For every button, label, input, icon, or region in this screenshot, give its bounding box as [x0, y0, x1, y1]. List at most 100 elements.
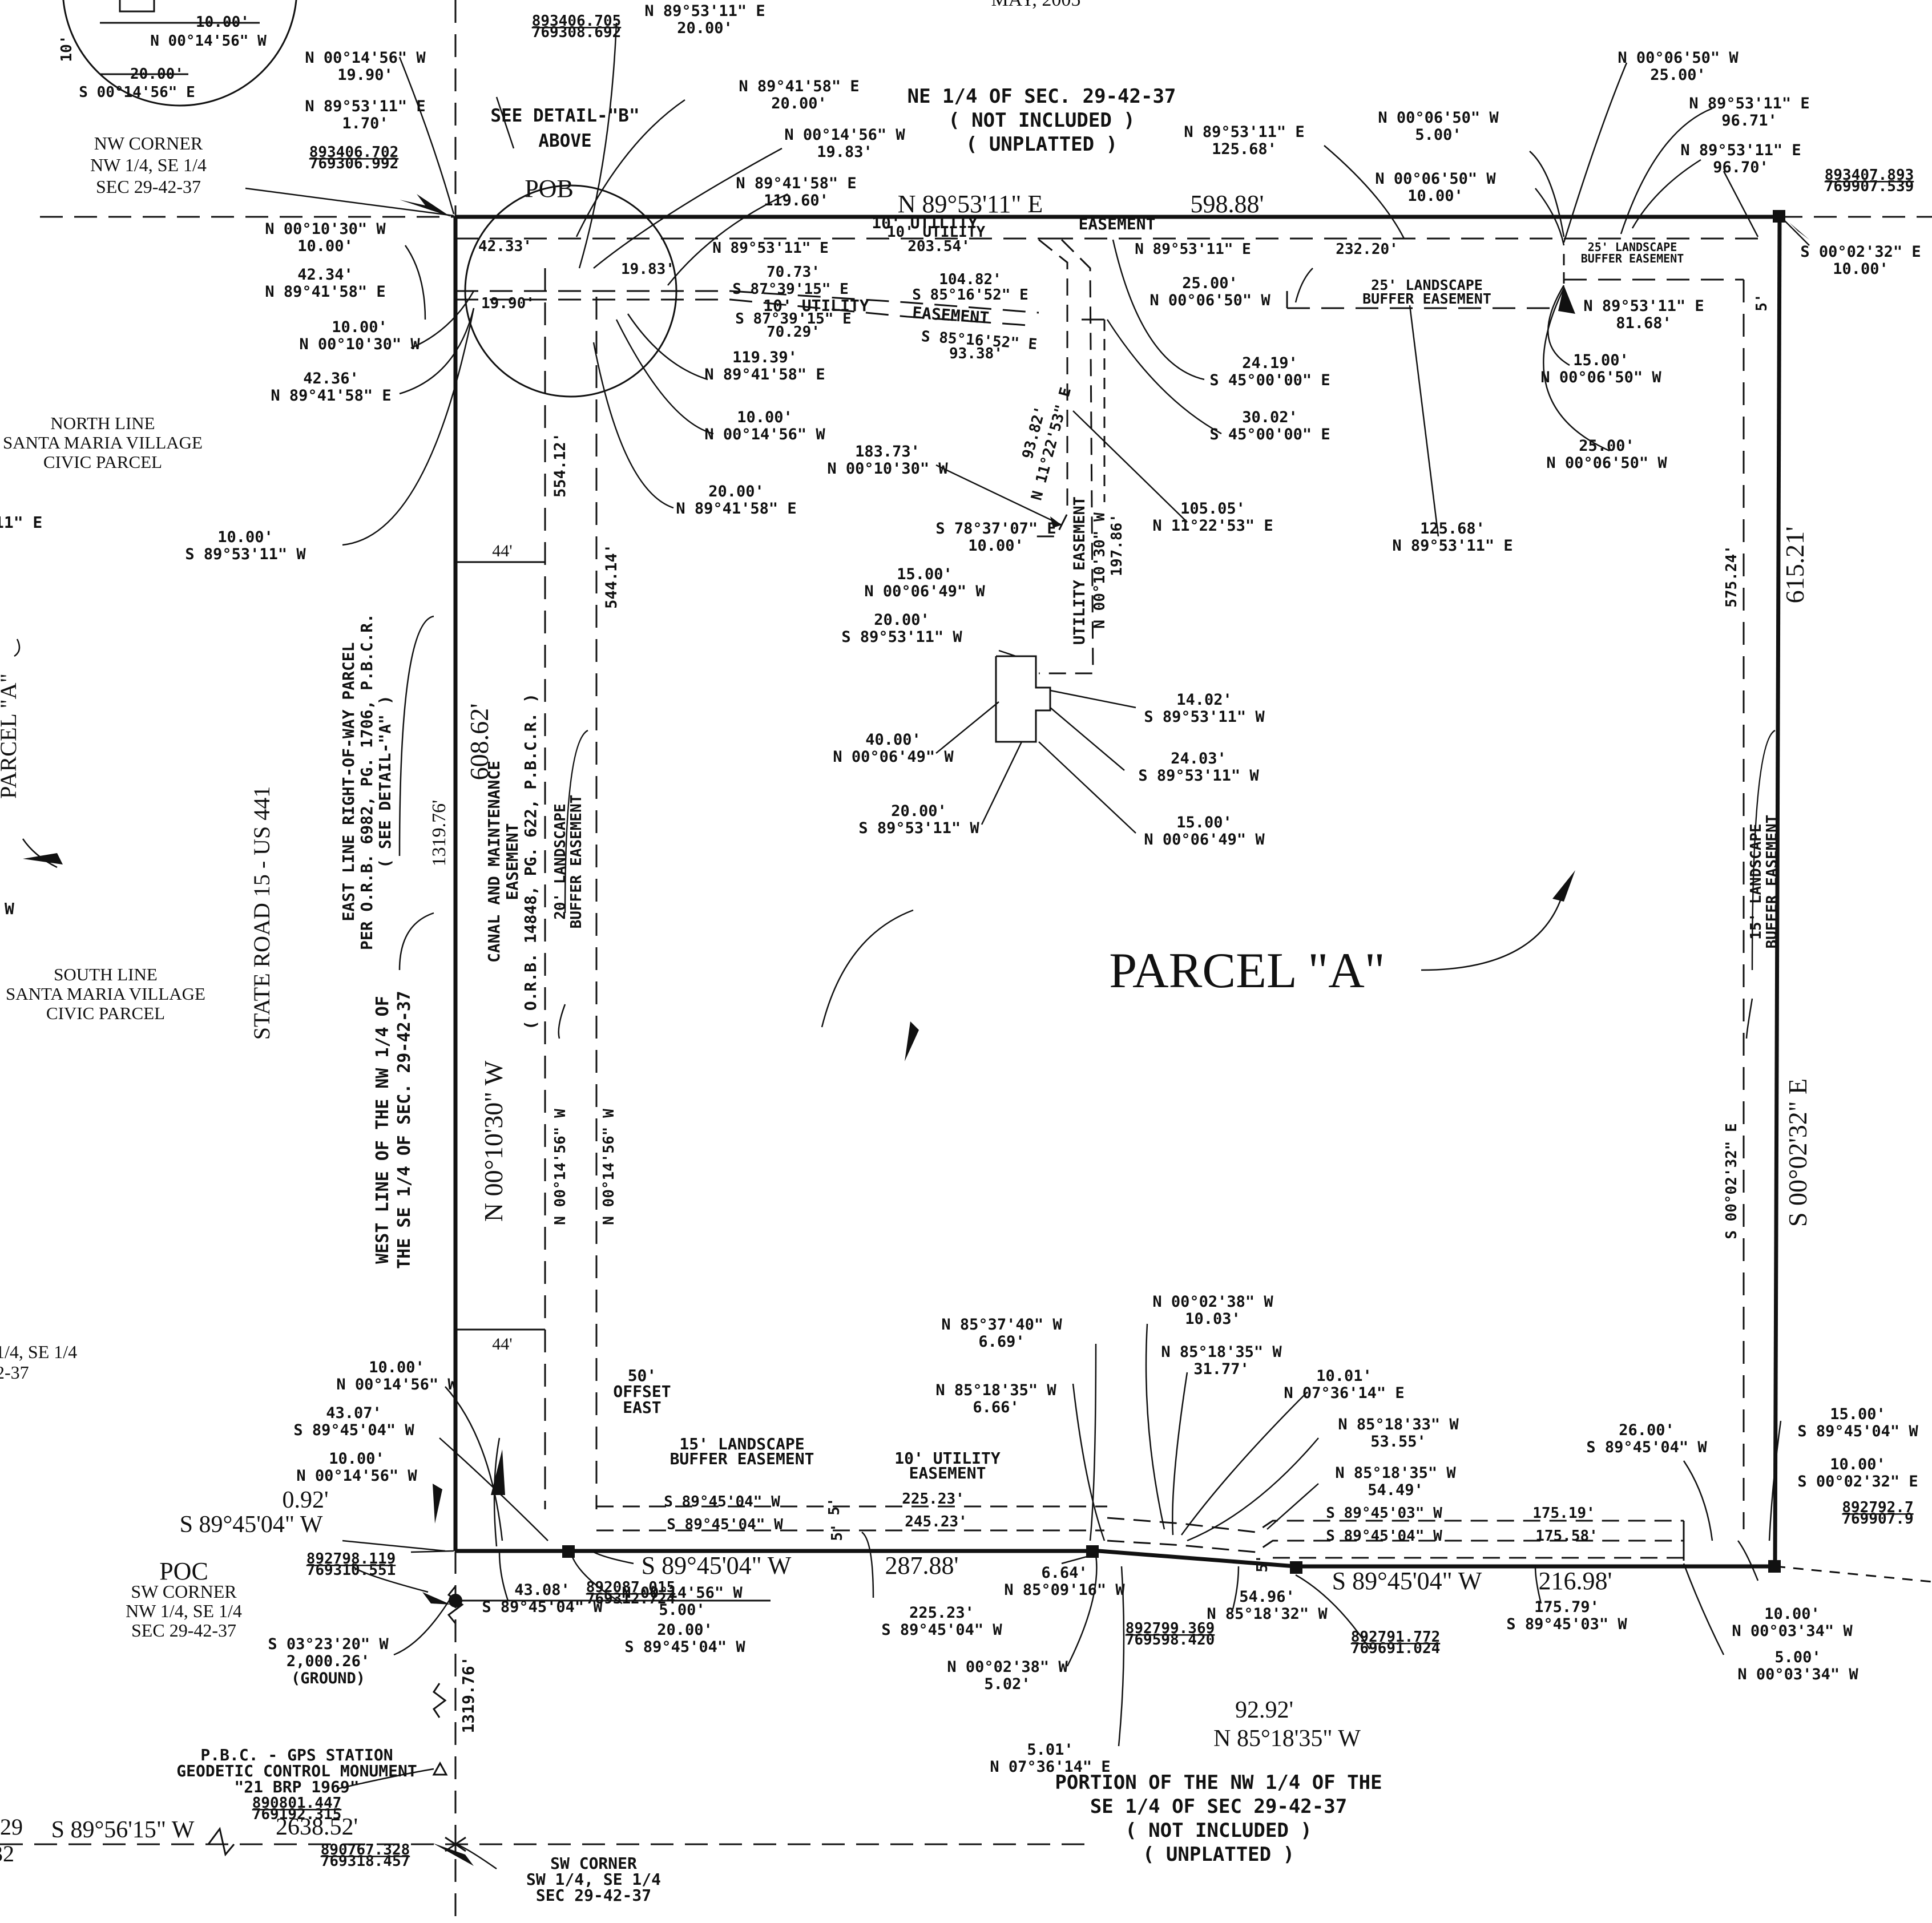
callout-c10: 42.36' [303, 370, 359, 387]
arrowheads [23, 194, 1809, 1866]
coordinate-ne: 769907.539 [1825, 178, 1914, 195]
line-label-l21: S 89°45'04" W [664, 1493, 780, 1510]
callout-c28: 25.00' [1182, 274, 1238, 292]
east-row-label: ( SEE DETAIL-"A" ) [376, 695, 394, 868]
line-label-l28: 175.58' [1535, 1528, 1598, 1545]
canal-554: 554.12' [551, 433, 569, 498]
callout-c31: N 00°06'50" W [1375, 170, 1496, 188]
se-corner-mark [1768, 1560, 1781, 1573]
nw-quarter-bottom-label: SE 1/4 OF SEC 29-42-37 [1090, 1795, 1347, 1818]
west-bearing: N 00°10'30" W [479, 1060, 508, 1222]
landscape-20-label: 20' LANDSCAPE [552, 803, 569, 920]
landscape-25-a-label: 25' LANDSCAPE [1371, 277, 1483, 293]
callout-c14: 20.00' [708, 483, 764, 500]
callout-c02: 19.90' [337, 66, 393, 84]
callout-c62: 5.00' [1774, 1649, 1821, 1666]
coordinate-se: 892792.7 [1842, 1499, 1913, 1516]
callout-c35: 81.68' [1616, 314, 1672, 332]
callout-c04: 20.00' [771, 95, 827, 112]
callout-c15: N 00°10'30" W [827, 460, 948, 478]
coordinate-sw_bottom: 890767.328 [321, 1841, 410, 1859]
callout-c52: 31.77' [1193, 1360, 1249, 1378]
coordinate-top_left_a: 893406.705 [532, 13, 622, 30]
callout-c51: N 00°02'38" W [1152, 1293, 1273, 1311]
line-label-l03: N 89°53'11" E [712, 240, 829, 257]
callout-c06: N 89°41'58" E [736, 175, 856, 192]
left-partial-32: 32 [0, 1841, 14, 1867]
callout-c04: N 89°41'58" E [739, 78, 859, 95]
south-east-bearing: S 89°45'04" W [1332, 1567, 1482, 1595]
south-line-label: SANTA MARIA VILLAGE [6, 984, 205, 1004]
callout-c07: N 00°10'30" W [265, 220, 386, 238]
coordinate-sw_bottom: 769318.457 [321, 1853, 410, 1870]
line-label-l01: 10' UTILITY [887, 224, 986, 241]
callout-c52: N 85°18'35" W [1161, 1343, 1282, 1361]
gps-label: "21 BRP 1969" [234, 1777, 359, 1796]
callout-c45: S 89°45'04" W [881, 1621, 1002, 1639]
line-label-l24: 245.23' [905, 1513, 967, 1530]
callout-c24: 105.05' [1180, 500, 1245, 518]
callout-c47: 6.66' [973, 1399, 1019, 1416]
utility-mid-label: 10' UTILITY [763, 296, 869, 315]
east-bearing: S 00°02'32" E [1783, 1078, 1812, 1227]
callout-c19: N 00°06'49" W [833, 748, 954, 766]
callout-c57: S 89°45'03" W [1506, 1615, 1627, 1633]
callout-c10: N 89°41'58" E [271, 387, 391, 405]
callout-c13: 10.00' [737, 409, 793, 426]
west-1319: 1319.76' [429, 800, 450, 867]
ne-quarter-label: ( NOT INCLUDED ) [948, 109, 1135, 132]
line-label-l25: S 89°45'03" W [1326, 1505, 1442, 1522]
nw-corner-label: NW 1/4, SE 1/4 [90, 155, 207, 175]
line-label-l32: 5' [1753, 293, 1770, 311]
line-label-l11: S 85°16'52" E [912, 286, 1028, 304]
easement-mid-label: EASEMENT [911, 303, 990, 327]
callout-c56: 54.96' [1239, 1588, 1295, 1606]
offset-label: EAST [623, 1398, 661, 1417]
bottom-distance: 2638.52' [276, 1814, 358, 1840]
nw-corner-label: SEC 29-42-37 [96, 176, 201, 197]
callout-c25: S 45°00'00" E [1209, 371, 1330, 389]
callout-c08: 42.34' [297, 266, 353, 284]
leader-lines [14, 22, 1810, 1870]
callout-c01: N 89°53'11" E [644, 2, 765, 20]
north-bearing: N 89°53'11" E [898, 190, 1043, 218]
line-label-l13: 93.38' [949, 345, 1003, 362]
callout-c63: 2,000.26' [287, 1653, 370, 1670]
nw-corner-label: NW CORNER [94, 133, 203, 153]
callout-c42: 43.08' [514, 1581, 570, 1599]
callout-c53: N 07°36'14" E [1284, 1384, 1404, 1402]
callout-c06: 119.60' [764, 192, 829, 209]
callout-c23: 15.00' [1176, 814, 1232, 831]
canal-544: 544.14' [603, 544, 620, 609]
callout-c53: 10.01' [1316, 1367, 1372, 1385]
callout-c20: S 89°53'11" W [858, 819, 979, 837]
parcel-title: PARCEL "A" [1109, 943, 1385, 999]
west-distance: 608.62' [465, 704, 494, 781]
line-label-l15: 19.90' [481, 295, 535, 312]
coordinate-bottom_right: 769691.024 [1351, 1640, 1441, 1657]
left-parcel-label: PARCEL "A" [0, 673, 21, 799]
north-line-label: NORTH LINE [50, 413, 155, 433]
line-label-l14: 42.33' [478, 238, 532, 255]
callout-c02: N 00°14'56" W [305, 49, 426, 67]
state-road-label: STATE ROAD 15 - US 441 [249, 786, 275, 1040]
callout-c40: 43.07' [326, 1404, 382, 1422]
gps-coords: 769192.315 [252, 1806, 342, 1823]
line-label-l30: 5' [829, 1523, 846, 1541]
callout-c13: N 00°14'56" W [704, 426, 825, 443]
callout-c11: 10.00' [217, 528, 273, 546]
gps-coords: 890801.447 [252, 1795, 342, 1812]
callout-c46: 6.69' [978, 1333, 1025, 1351]
south-line-label: SOUTH LINE [54, 964, 158, 984]
callout-c39: N 00°14'56" W [336, 1376, 457, 1393]
north-line-label: CIVIC PARCEL [43, 452, 162, 472]
callout-c63: S 03°23'20" W [268, 1635, 389, 1653]
callout-c20: 20.00' [891, 802, 947, 820]
detail-fragment-0: 10.00' [196, 14, 249, 31]
detail-a-hatch [119, 0, 155, 13]
poc-label: POC [159, 1557, 208, 1585]
south-offsite-line [1774, 1565, 1932, 1583]
ne-quarter-label: NE 1/4 OF SEC. 29-42-37 [907, 85, 1176, 108]
utility-bottom-label: EASEMENT [909, 1464, 986, 1482]
